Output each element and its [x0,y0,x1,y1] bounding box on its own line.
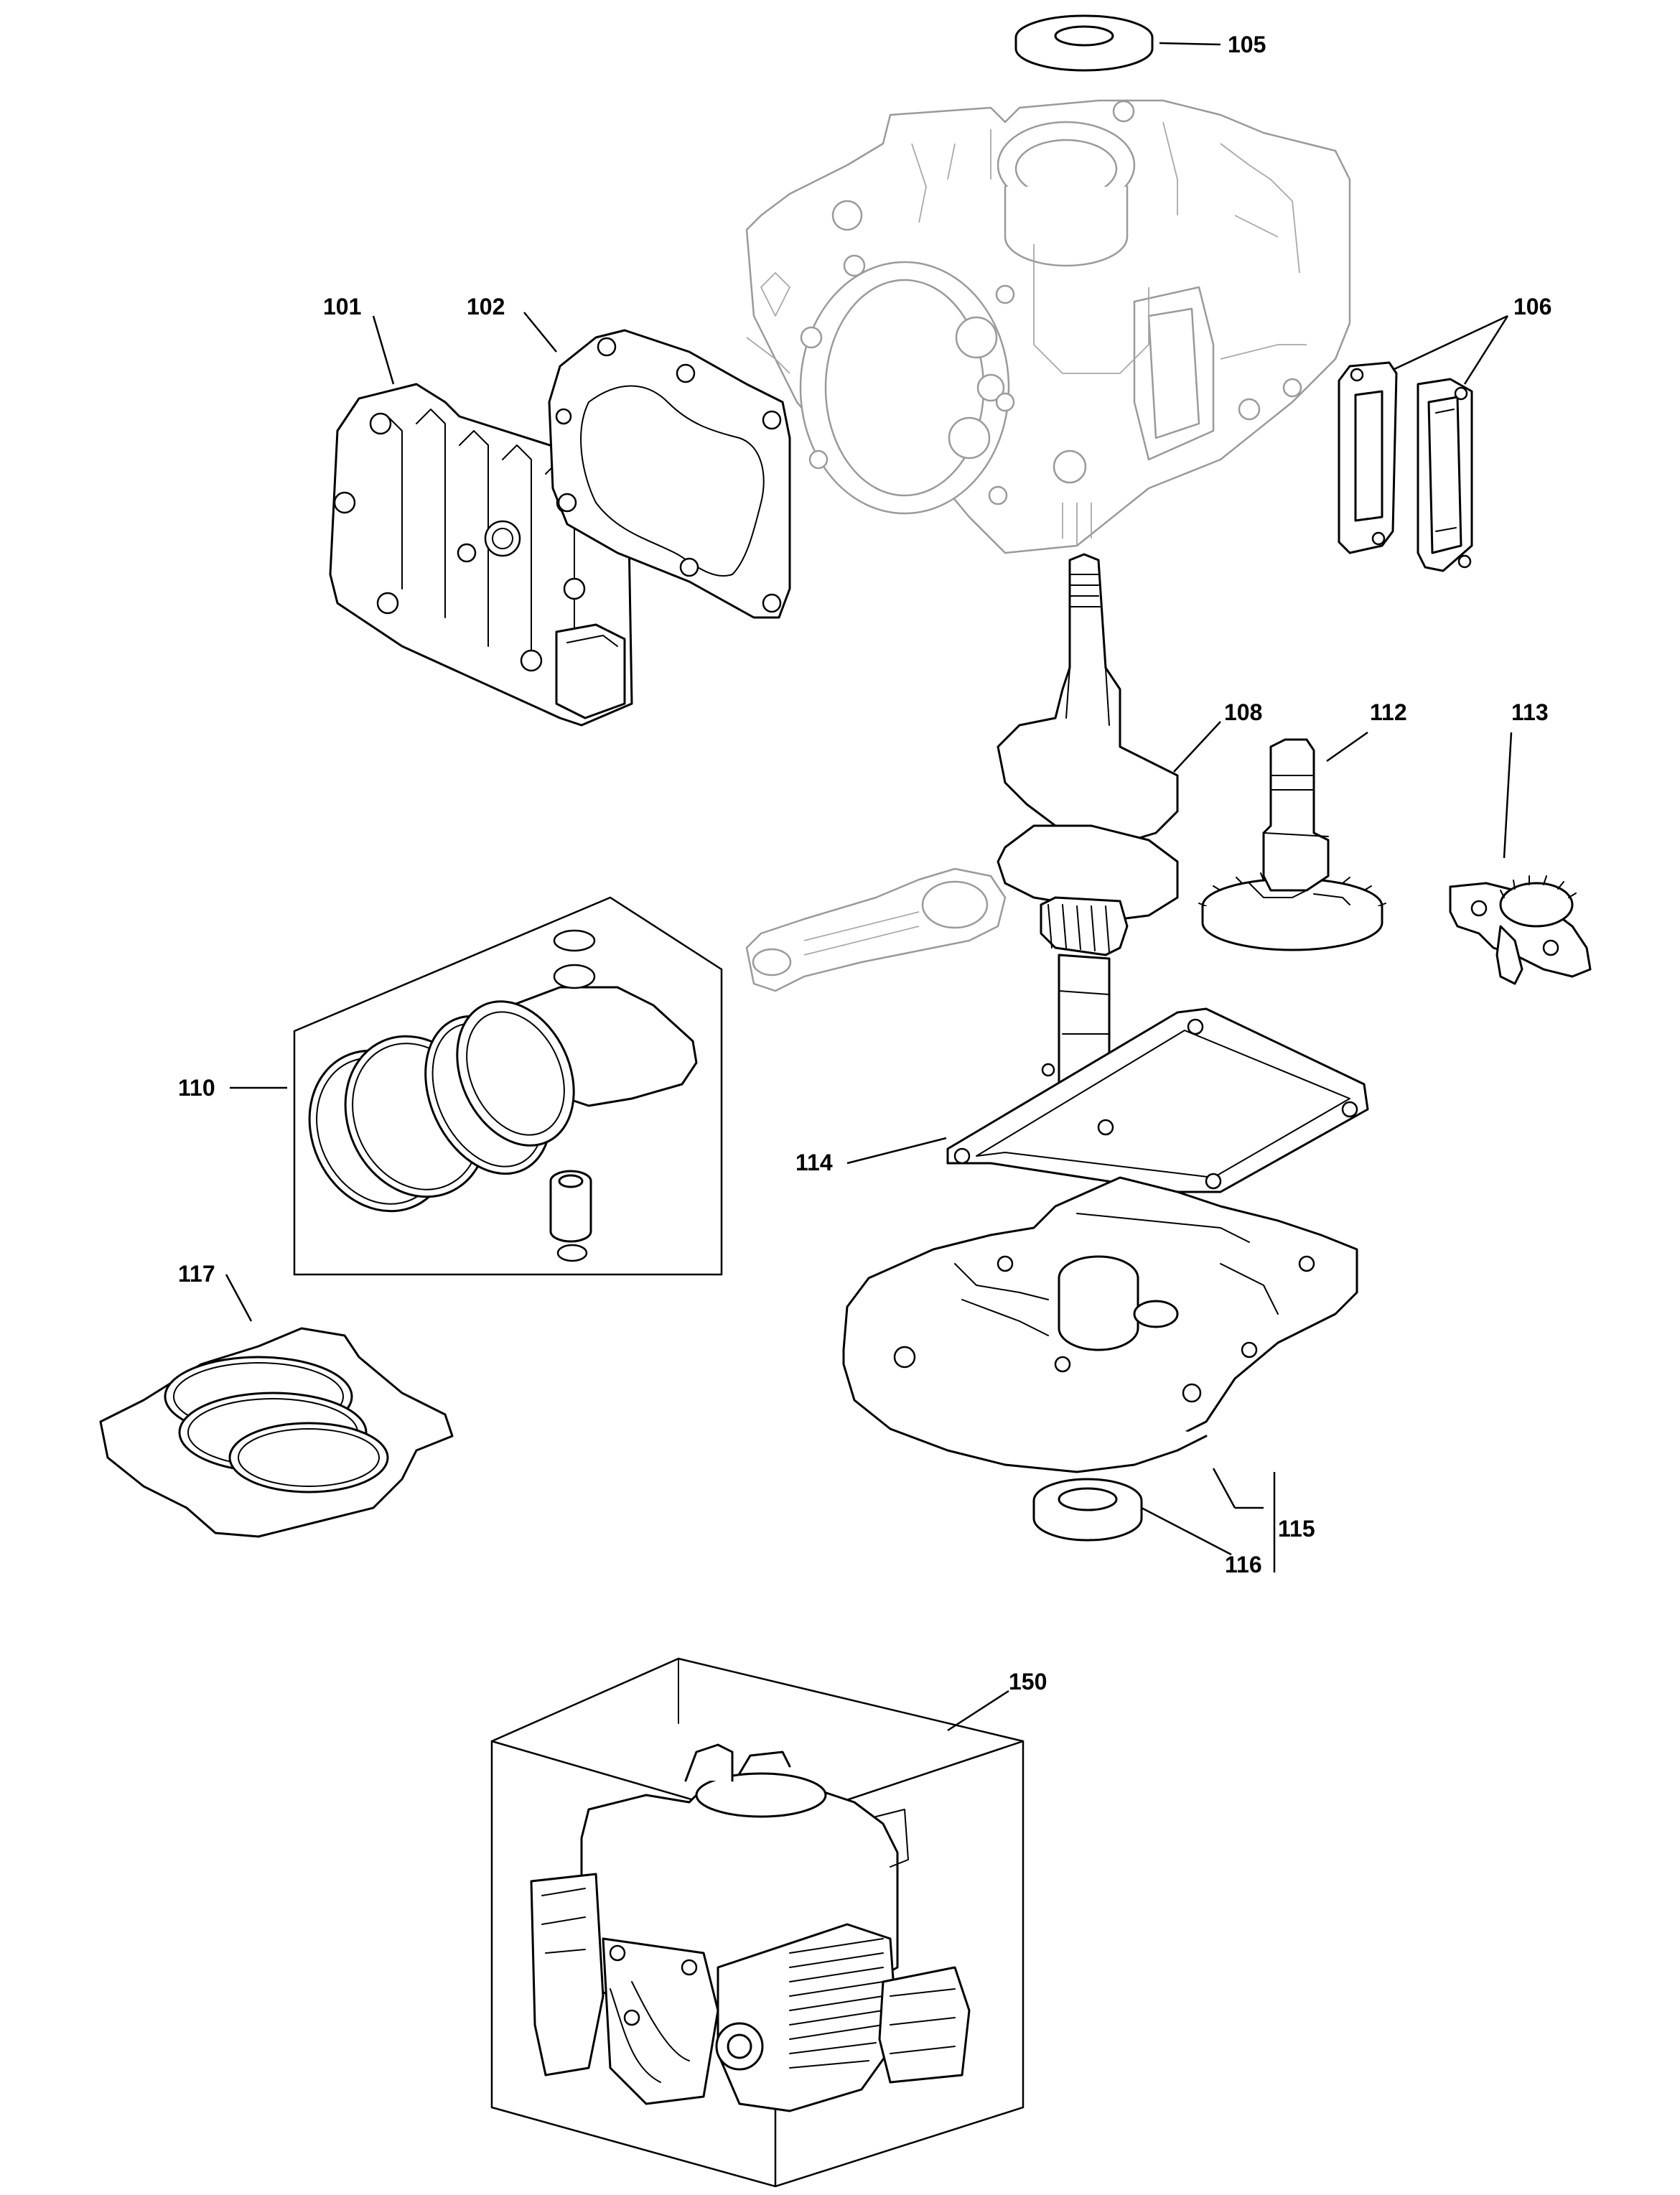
callout-108: 108 [1224,699,1262,725]
callout-110: 110 [178,1075,215,1101]
part-117-piston-ring-set [99,1327,454,1538]
callout-labels: 105 101 102 106 108 112 113 110 114 117 … [178,32,1551,1695]
callout-113: 113 [1511,699,1549,725]
callout-106: 106 [1513,294,1551,320]
engine-illustration [530,1743,971,2112]
part-116-oil-seal [1032,1478,1143,1542]
callout-102: 102 [467,294,505,320]
part-150-complete-engine [490,1657,1025,2188]
part-105-seal-ring [1014,14,1154,72]
part-113-governor-assembly [1449,875,1592,985]
part-108-crankshaft [997,553,1179,1093]
callout-114: 114 [795,1150,833,1175]
piston [456,929,698,1147]
callout-101: 101 [323,294,361,320]
part-106-exhaust-gaskets [1338,361,1473,572]
callout-117: 117 [178,1261,215,1287]
callout-116: 116 [1225,1552,1262,1577]
engine-block-ghost [745,99,1351,554]
leader-lines [225,42,1513,1732]
callout-150: 150 [1009,1669,1047,1695]
part-114-sump-gasket [946,1007,1369,1193]
part-102-head-gasket [548,329,791,619]
callout-115: 115 [1278,1516,1315,1542]
callout-105: 105 [1228,32,1266,57]
part-115-crankcase-cover [842,1176,1358,1473]
connecting-rod-ghost [745,867,1007,992]
part-112-camshaft [1198,738,1386,951]
piston-pin [549,1170,592,1243]
callout-112: 112 [1370,699,1407,725]
part-110-piston-kit [293,896,723,1276]
